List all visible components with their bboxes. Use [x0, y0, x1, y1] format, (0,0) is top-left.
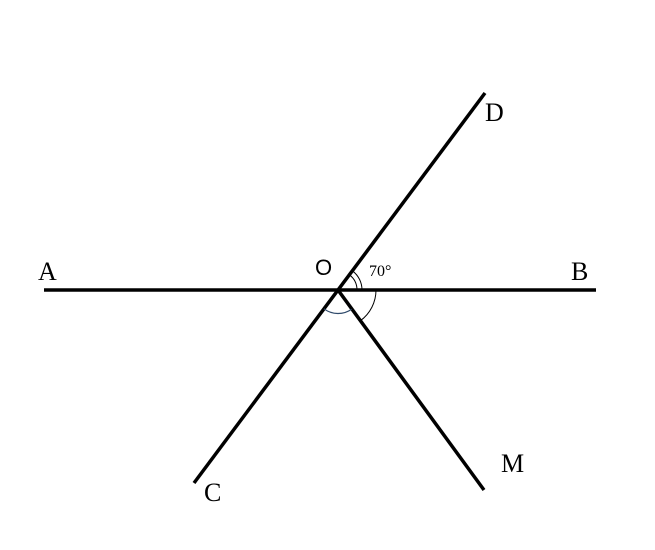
point-a-label: A: [38, 257, 57, 286]
point-d-label: D: [485, 98, 504, 127]
angle-dob-measure: 70°: [369, 263, 391, 280]
point-c-label: C: [204, 478, 221, 507]
angle-dob-arc-outer: [352, 270, 363, 291]
angle-com-arc: [323, 308, 352, 315]
angle-dob-arc-inner: [349, 274, 358, 291]
angle-bom-arc: [360, 289, 377, 322]
point-m-label: M: [501, 449, 524, 478]
point-o-label: O: [315, 255, 332, 280]
ray-om: [336, 288, 486, 492]
line-cd: [192, 91, 487, 485]
point-b-label: B: [571, 257, 588, 286]
